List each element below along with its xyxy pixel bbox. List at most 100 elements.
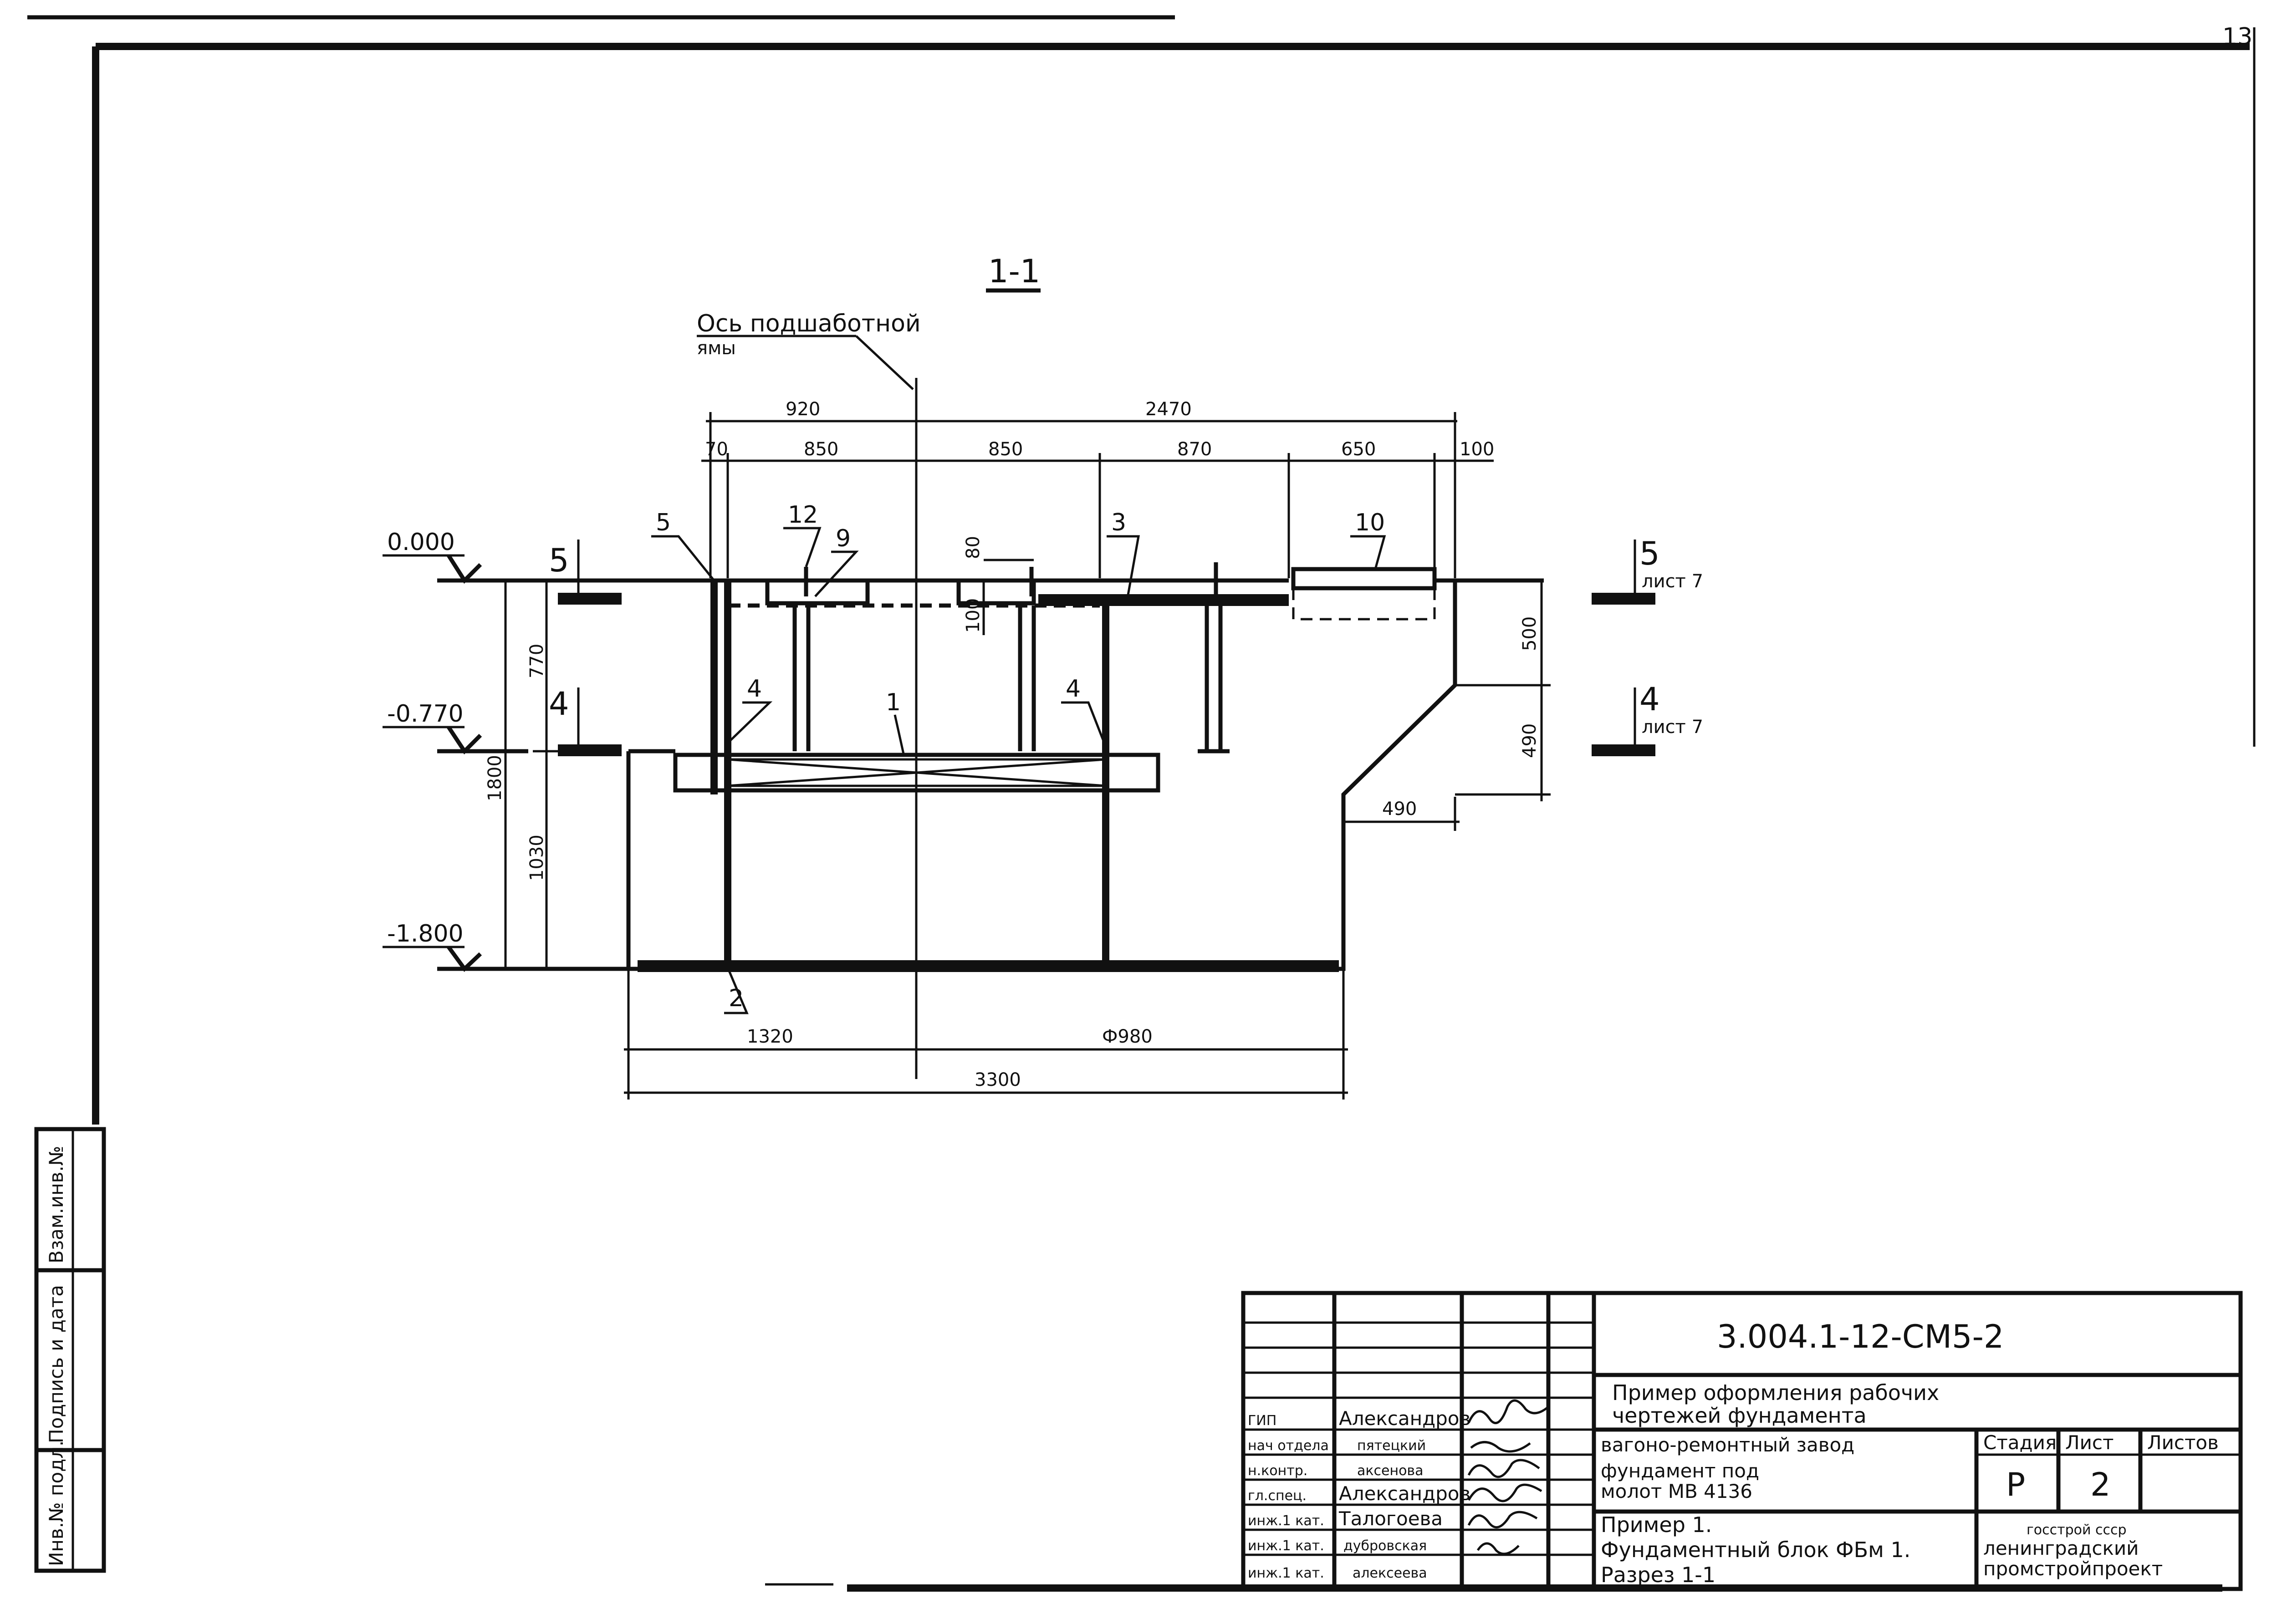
staff-name: Александров	[1339, 1407, 1470, 1430]
org-line-1: госстрой ссср	[2027, 1522, 2127, 1538]
callouts: 1 2 3 4 4 5 9 10 12	[651, 501, 1386, 1014]
subject-line-1: Пример оформления рабочих	[1612, 1380, 1939, 1405]
staff-name: пятецкий	[1357, 1438, 1426, 1454]
cut-left-4: 4	[549, 685, 569, 723]
staff-name: алексеева	[1353, 1565, 1427, 1581]
stage-value: Р	[2006, 1466, 2025, 1503]
org-line-3: промстройпроект	[1983, 1558, 2163, 1580]
callout-9: 9	[836, 525, 851, 552]
callout-3: 3	[1111, 509, 1126, 536]
dim-770: 770	[526, 644, 547, 678]
dim-100: 100	[1460, 439, 1494, 460]
staff-name: дубровская	[1343, 1538, 1427, 1554]
staff-role: инж.1 кат.	[1248, 1513, 1324, 1529]
dim-850b: 850	[988, 439, 1023, 460]
beam-1	[673, 753, 1160, 793]
callout-5: 5	[656, 509, 671, 536]
callout-12: 12	[788, 501, 818, 529]
sheet-value: 2	[2090, 1466, 2111, 1503]
recess-12	[765, 582, 870, 606]
dim-100-vert: 100	[963, 598, 984, 633]
signature-mark	[1467, 1459, 1540, 1478]
level-bottom-mark	[447, 946, 482, 972]
item-10-dashed	[1292, 588, 1436, 621]
dim-2470: 2470	[1145, 399, 1192, 420]
org-line-2: ленинградский	[1983, 1537, 2139, 1559]
signature-mark	[1467, 1511, 1538, 1528]
callout-4a: 4	[747, 675, 762, 703]
staff-role: гл.спец.	[1248, 1488, 1307, 1504]
document-code: 3.004.1-12-СМ5-2	[1717, 1318, 2004, 1355]
dim-80: 80	[963, 536, 984, 559]
beam-1-inner	[726, 758, 1107, 787]
level-mid-mark	[447, 726, 482, 755]
cut-left-5: 5	[549, 542, 569, 579]
level-top: 0.000	[387, 529, 455, 556]
sheet-title-line-2: Фундаментный блок ФБм 1.	[1601, 1537, 1910, 1562]
left-stamp-frame	[34, 1127, 106, 1573]
level-marks: 0.000 -0.770 -1.800	[383, 529, 628, 972]
staff-name: Александров	[1339, 1482, 1470, 1505]
sheet-header: Лист	[2065, 1431, 2114, 1454]
signature-mark	[1467, 1399, 1549, 1425]
staff-role: инж.1 кат.	[1248, 1538, 1324, 1554]
staff-list: ГИП Александров нач отдела пятецкий н.ко…	[1248, 1407, 1470, 1581]
pit-axis-label-line1: Ось подшаботной	[697, 310, 921, 337]
callout-10: 10	[1355, 509, 1385, 536]
dim-1320: 1320	[747, 1026, 793, 1047]
stamp-vzam-inv: Взам.инв.№	[45, 1146, 67, 1263]
recess-80	[956, 582, 1036, 606]
pit-outline	[626, 580, 1457, 971]
staff-name: аксенова	[1357, 1463, 1424, 1479]
section-title: 1-1	[988, 253, 1040, 290]
staff-role: н.контр.	[1248, 1463, 1307, 1479]
signature-mark	[1476, 1542, 1520, 1555]
dim-1030: 1030	[526, 835, 547, 881]
dim-70: 70	[705, 439, 728, 460]
cut-right-5: 5	[1639, 535, 1660, 572]
project-line-2: фундамент под	[1601, 1460, 1759, 1482]
cut-right-5-sheet: лист 7	[1642, 571, 1703, 592]
dim-500: 500	[1519, 616, 1540, 651]
dim-490-vert: 490	[1519, 723, 1540, 758]
cut-right-4: 4	[1639, 681, 1660, 718]
dim-870: 870	[1177, 439, 1212, 460]
staff-role: инж.1 кат.	[1248, 1565, 1324, 1581]
sheet-corner-label: 13	[2222, 23, 2252, 51]
subject-line-2: чертежей фундамента	[1612, 1403, 1867, 1428]
left-stamp: Инв.№ подл. Подпись и дата Взам.инв.№	[34, 1127, 106, 1573]
signature-mark	[1470, 1441, 1531, 1453]
level-top-mark	[447, 554, 482, 584]
callout-1: 1	[886, 689, 901, 716]
dimensions: 920 2470 70 850 850 870 650 100 80 100 7…	[485, 399, 1551, 1100]
pit-axis-label-line2: ямы	[697, 338, 736, 359]
staff-role: ГИП	[1248, 1413, 1276, 1429]
project-line-3: молот МВ 4136	[1601, 1480, 1752, 1502]
dim-3300: 3300	[975, 1069, 1021, 1090]
dim-920: 920	[786, 399, 820, 420]
sheets-header: Листов	[2147, 1431, 2219, 1454]
dim-490-horiz: 490	[1382, 799, 1417, 820]
foundation-section	[437, 378, 1544, 1079]
level-mid: -0.770	[387, 700, 464, 728]
pit-axis-leader	[855, 335, 914, 390]
signature-mark	[1467, 1483, 1542, 1502]
stage-header: Стадия	[1983, 1431, 2057, 1454]
dim-1800: 1800	[485, 755, 505, 801]
sheet-title-line-1: Пример 1.	[1601, 1512, 1712, 1537]
cut-right-4-sheet: лист 7	[1642, 717, 1703, 738]
title-block-frame	[1241, 1291, 2243, 1591]
dim-650: 650	[1341, 439, 1376, 460]
callout-4b: 4	[1066, 675, 1081, 703]
dim-f980: Ф980	[1102, 1026, 1153, 1047]
stamp-podpis-data: Подпись и дата	[45, 1285, 67, 1443]
dim-850a: 850	[804, 439, 838, 460]
level-bottom: -1.800	[387, 920, 464, 947]
staff-role: нач отдела	[1248, 1438, 1329, 1454]
title-block: 3.004.1-12-СМ5-2 Пример оформления рабоч…	[1241, 1291, 2243, 1591]
sheet-title-line-3: Разрез 1-1	[1601, 1563, 1715, 1587]
signatures	[1467, 1399, 1549, 1555]
project-line-1: вагоно-ремонтный завод	[1601, 1434, 1854, 1456]
section-cut-marks: 5 4 5 лист 7 4 лист 7	[549, 535, 1703, 756]
